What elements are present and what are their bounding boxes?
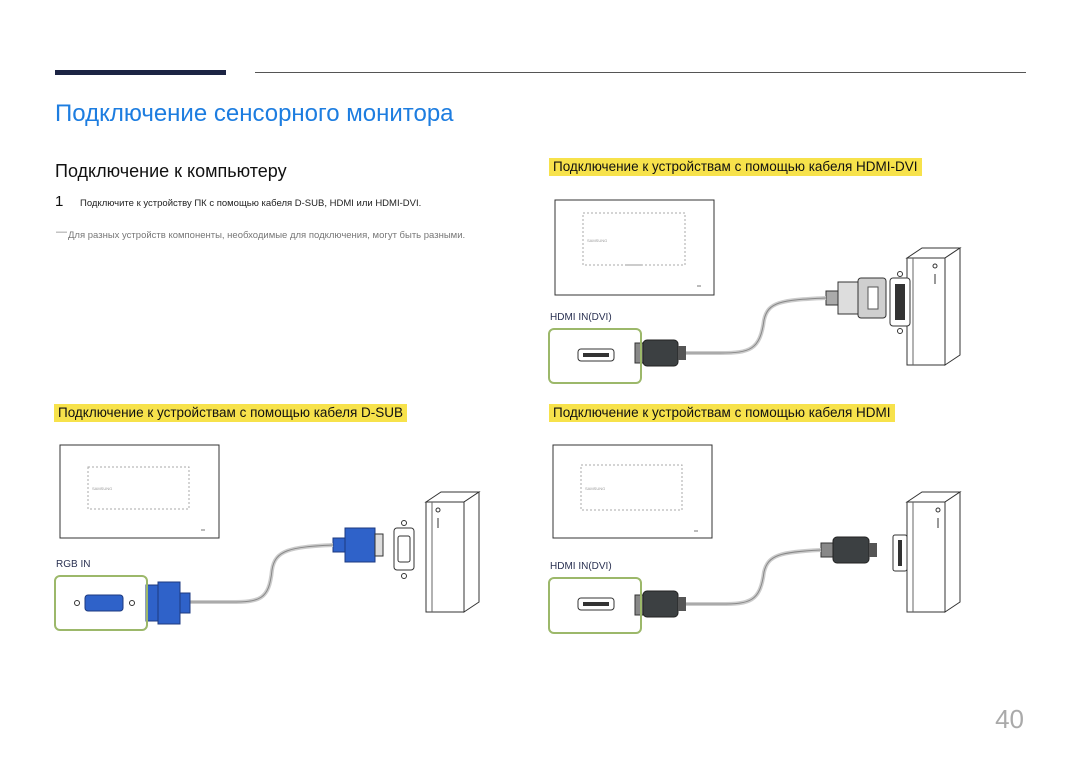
monitor-illustration: SAMSUNG <box>552 444 713 539</box>
monitor-brand: SAMSUNG <box>92 486 112 491</box>
header-rule-accent <box>55 70 226 75</box>
port-label-hdmi-dvi: HDMI IN(DVI) <box>550 312 612 323</box>
note-dash: ― <box>56 226 67 238</box>
heading-hdmi: Подключение к устройствам с помощью кабе… <box>549 404 895 422</box>
pc-tower-illustration <box>424 491 481 613</box>
monitor-illustration: SAMSUNG <box>554 199 715 296</box>
page-title: Подключение сенсорного монитора <box>55 100 454 127</box>
hdmi-plug-bottom-illustration <box>634 590 686 618</box>
diagram-hdmi-dvi: SAMSUNG <box>548 199 962 384</box>
rgb-port-frame <box>54 575 148 631</box>
port-label-hdmi: HDMI IN(DVI) <box>550 561 612 572</box>
pc-tower-illustration <box>905 247 962 366</box>
port-label-rgb: RGB IN <box>56 559 91 570</box>
heading-d-sub: Подключение к устройствам с помощью кабе… <box>54 404 408 422</box>
header-rule <box>255 72 1026 73</box>
hdmi-port-pc-illustration <box>892 534 908 572</box>
step-text: Подключите к устройству ПК с помощью каб… <box>80 198 422 209</box>
monitor-brand: SAMSUNG <box>585 486 605 491</box>
vga-plug-top-illustration <box>332 527 384 563</box>
pc-tower-illustration <box>905 491 962 613</box>
section-title: Подключение к компьютеру <box>55 161 287 181</box>
page-number: 40 <box>995 704 1024 734</box>
dvi-port-illustration <box>889 271 911 334</box>
step-number: 1 <box>55 193 64 210</box>
hdmi-port-frame <box>548 328 642 384</box>
monitor-illustration: SAMSUNG <box>59 444 220 539</box>
vga-port-illustration <box>393 520 415 579</box>
note-text: Для разных устройств компоненты, необход… <box>68 230 466 241</box>
dvi-plug-illustration <box>825 277 887 319</box>
hdmi-plug-top-illustration <box>820 536 877 564</box>
diagram-hdmi: SAMSUNG <box>548 444 962 634</box>
heading-hdmi-dvi: Подключение к устройствам с помощью кабе… <box>549 158 922 176</box>
hdmi-plug-illustration <box>634 339 686 367</box>
monitor-brand: SAMSUNG <box>587 238 607 243</box>
hdmi-port-frame <box>548 577 642 634</box>
vga-plug-bottom-illustration <box>145 581 191 625</box>
diagram-d-sub: SAMSUNG <box>54 444 481 631</box>
